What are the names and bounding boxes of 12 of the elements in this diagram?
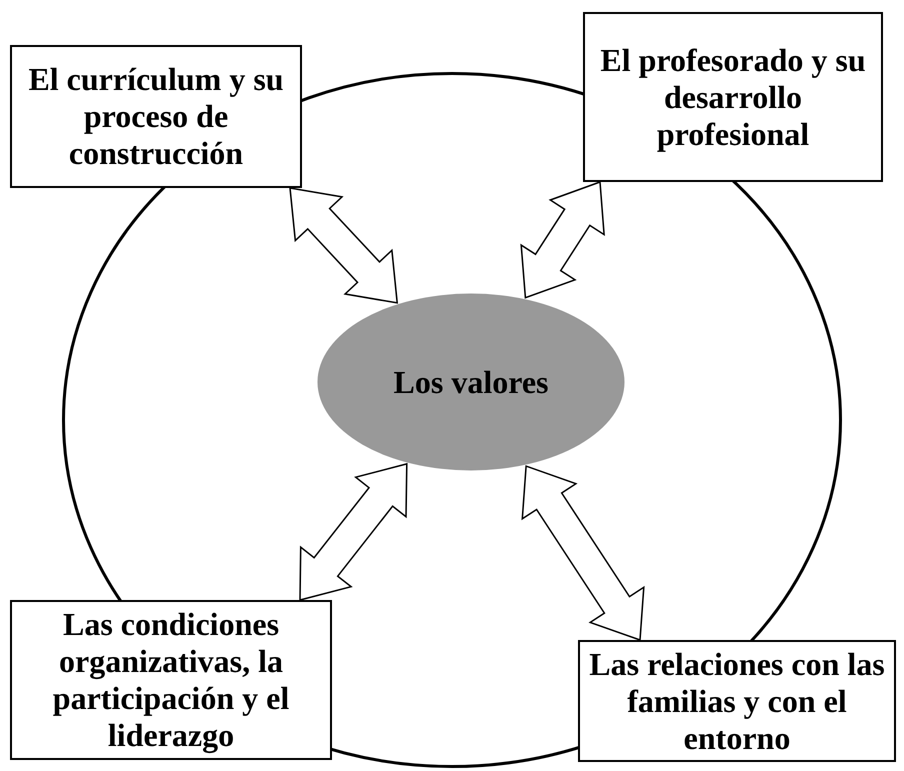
double-arrow: [520, 180, 605, 299]
double-arrow: [521, 465, 645, 642]
box-label: Las condiciones organizativas, la participación y el liderazgo: [52, 606, 290, 754]
center-label: Los valores: [394, 364, 548, 400]
box-label: Las relaciones con las familias y con el entorno: [588, 646, 886, 756]
text-box: [583, 12, 883, 182]
box-label: El profesorado y su desarrollo profesional: [599, 42, 867, 152]
double-arrow: [289, 187, 398, 304]
text-box: [10, 45, 302, 188]
box-label: El currículum y su proceso de construcción: [27, 61, 285, 172]
text-box: [10, 600, 332, 760]
double-arrow: [299, 462, 408, 601]
